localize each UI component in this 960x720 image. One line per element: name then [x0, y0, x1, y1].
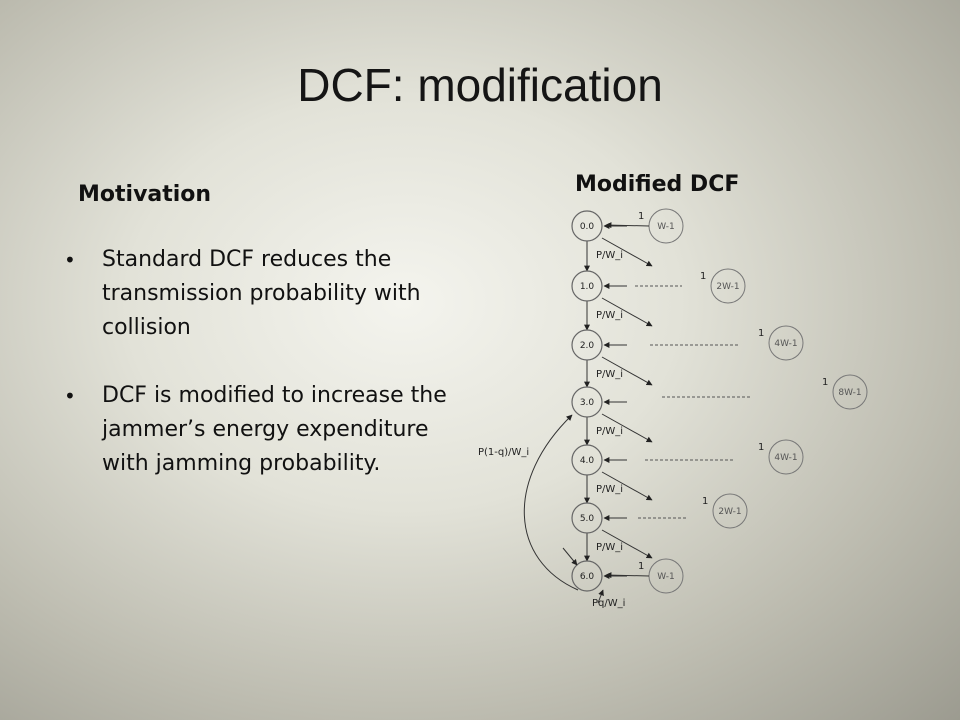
diagonal-arrow — [601, 471, 653, 501]
transition-label: P/W_i — [596, 542, 623, 553]
feedback-label: P(1-q)/W_i — [478, 447, 529, 458]
probability-one-label: 1 — [638, 561, 644, 572]
left-state-label: 6.0 — [580, 572, 595, 582]
left-state-label: 1.0 — [580, 282, 595, 292]
transition-label: P/W_i — [596, 250, 623, 261]
right-state-circle — [710, 268, 746, 304]
transition-label: P/W_i — [596, 426, 623, 437]
right-state-label: W-1 — [657, 222, 675, 232]
transition-label: P/W_i — [596, 484, 623, 495]
diagonal-arrow — [601, 237, 653, 267]
right-state-label: 4W-1 — [774, 453, 797, 463]
diagram-states: P/W_iP/W_iP/W_iP/W_iP/W_iP/W_i0.01.02.03… — [478, 211, 862, 609]
left-state-circle — [571, 386, 603, 418]
right-state-label: W-1 — [657, 572, 675, 582]
probability-one-label: 1 — [638, 211, 644, 222]
right-state-circle — [768, 325, 804, 361]
bullet-text: Standard DCF reduces the transmission pr… — [102, 247, 421, 340]
diagonal-arrow — [601, 356, 653, 386]
probability-one-label: 1 — [700, 271, 706, 282]
modified-dcf-heading: Modified DCF — [575, 172, 740, 197]
bullet-item: • Standard DCF reduces the transmission … — [62, 243, 462, 345]
transition-label: P/W_i — [596, 310, 623, 321]
bullet-item: • DCF is modified to increase the jammer… — [62, 379, 462, 481]
return-arrow — [605, 222, 650, 229]
diagonal-arrow — [601, 529, 653, 559]
bullet-list: • Standard DCF reduces the transmission … — [62, 243, 462, 515]
probability-one-label: 1 — [702, 496, 708, 507]
left-state-circle — [571, 210, 603, 242]
left-state-label: 0.0 — [580, 222, 595, 232]
left-state-circle — [571, 560, 603, 592]
bottom-arrow — [597, 589, 604, 604]
feedback-arrow — [523, 414, 579, 591]
left-state-circle — [571, 270, 603, 302]
left-state-circle — [571, 444, 603, 476]
left-state-circle — [571, 502, 603, 534]
bottom-label: Pq/W_i — [592, 598, 625, 609]
right-state-circle — [832, 374, 868, 410]
return-arrow — [605, 572, 650, 579]
left-state-label: 4.0 — [580, 456, 595, 466]
bullet-text: DCF is modified to increase the jammer’s… — [102, 383, 447, 476]
slide-title: DCF: modification — [297, 59, 663, 111]
left-state-label: 2.0 — [580, 341, 595, 351]
bullet-dot-icon: • — [64, 248, 76, 272]
diagonal-arrow — [601, 297, 653, 327]
left-state-circle — [571, 329, 603, 361]
motivation-heading: Motivation — [78, 182, 212, 207]
right-state-label: 8W-1 — [838, 388, 861, 398]
right-state-label: 4W-1 — [774, 339, 797, 349]
probability-one-label: 1 — [758, 442, 764, 453]
left-state-label: 3.0 — [580, 398, 595, 408]
transition-label: P/W_i — [596, 369, 623, 380]
bottom-arrow — [562, 547, 578, 566]
left-state-label: 5.0 — [580, 514, 595, 524]
diagram-arrows — [523, 208, 868, 604]
right-state-label: 2W-1 — [718, 507, 741, 517]
right-state-label: 2W-1 — [716, 282, 739, 292]
right-state-circle — [768, 439, 804, 475]
right-state-circle — [712, 493, 748, 529]
probability-one-label: 1 — [758, 328, 764, 339]
probability-one-label: 1 — [822, 377, 828, 388]
bullet-dot-icon: • — [64, 384, 76, 408]
diagonal-arrow — [601, 413, 653, 443]
